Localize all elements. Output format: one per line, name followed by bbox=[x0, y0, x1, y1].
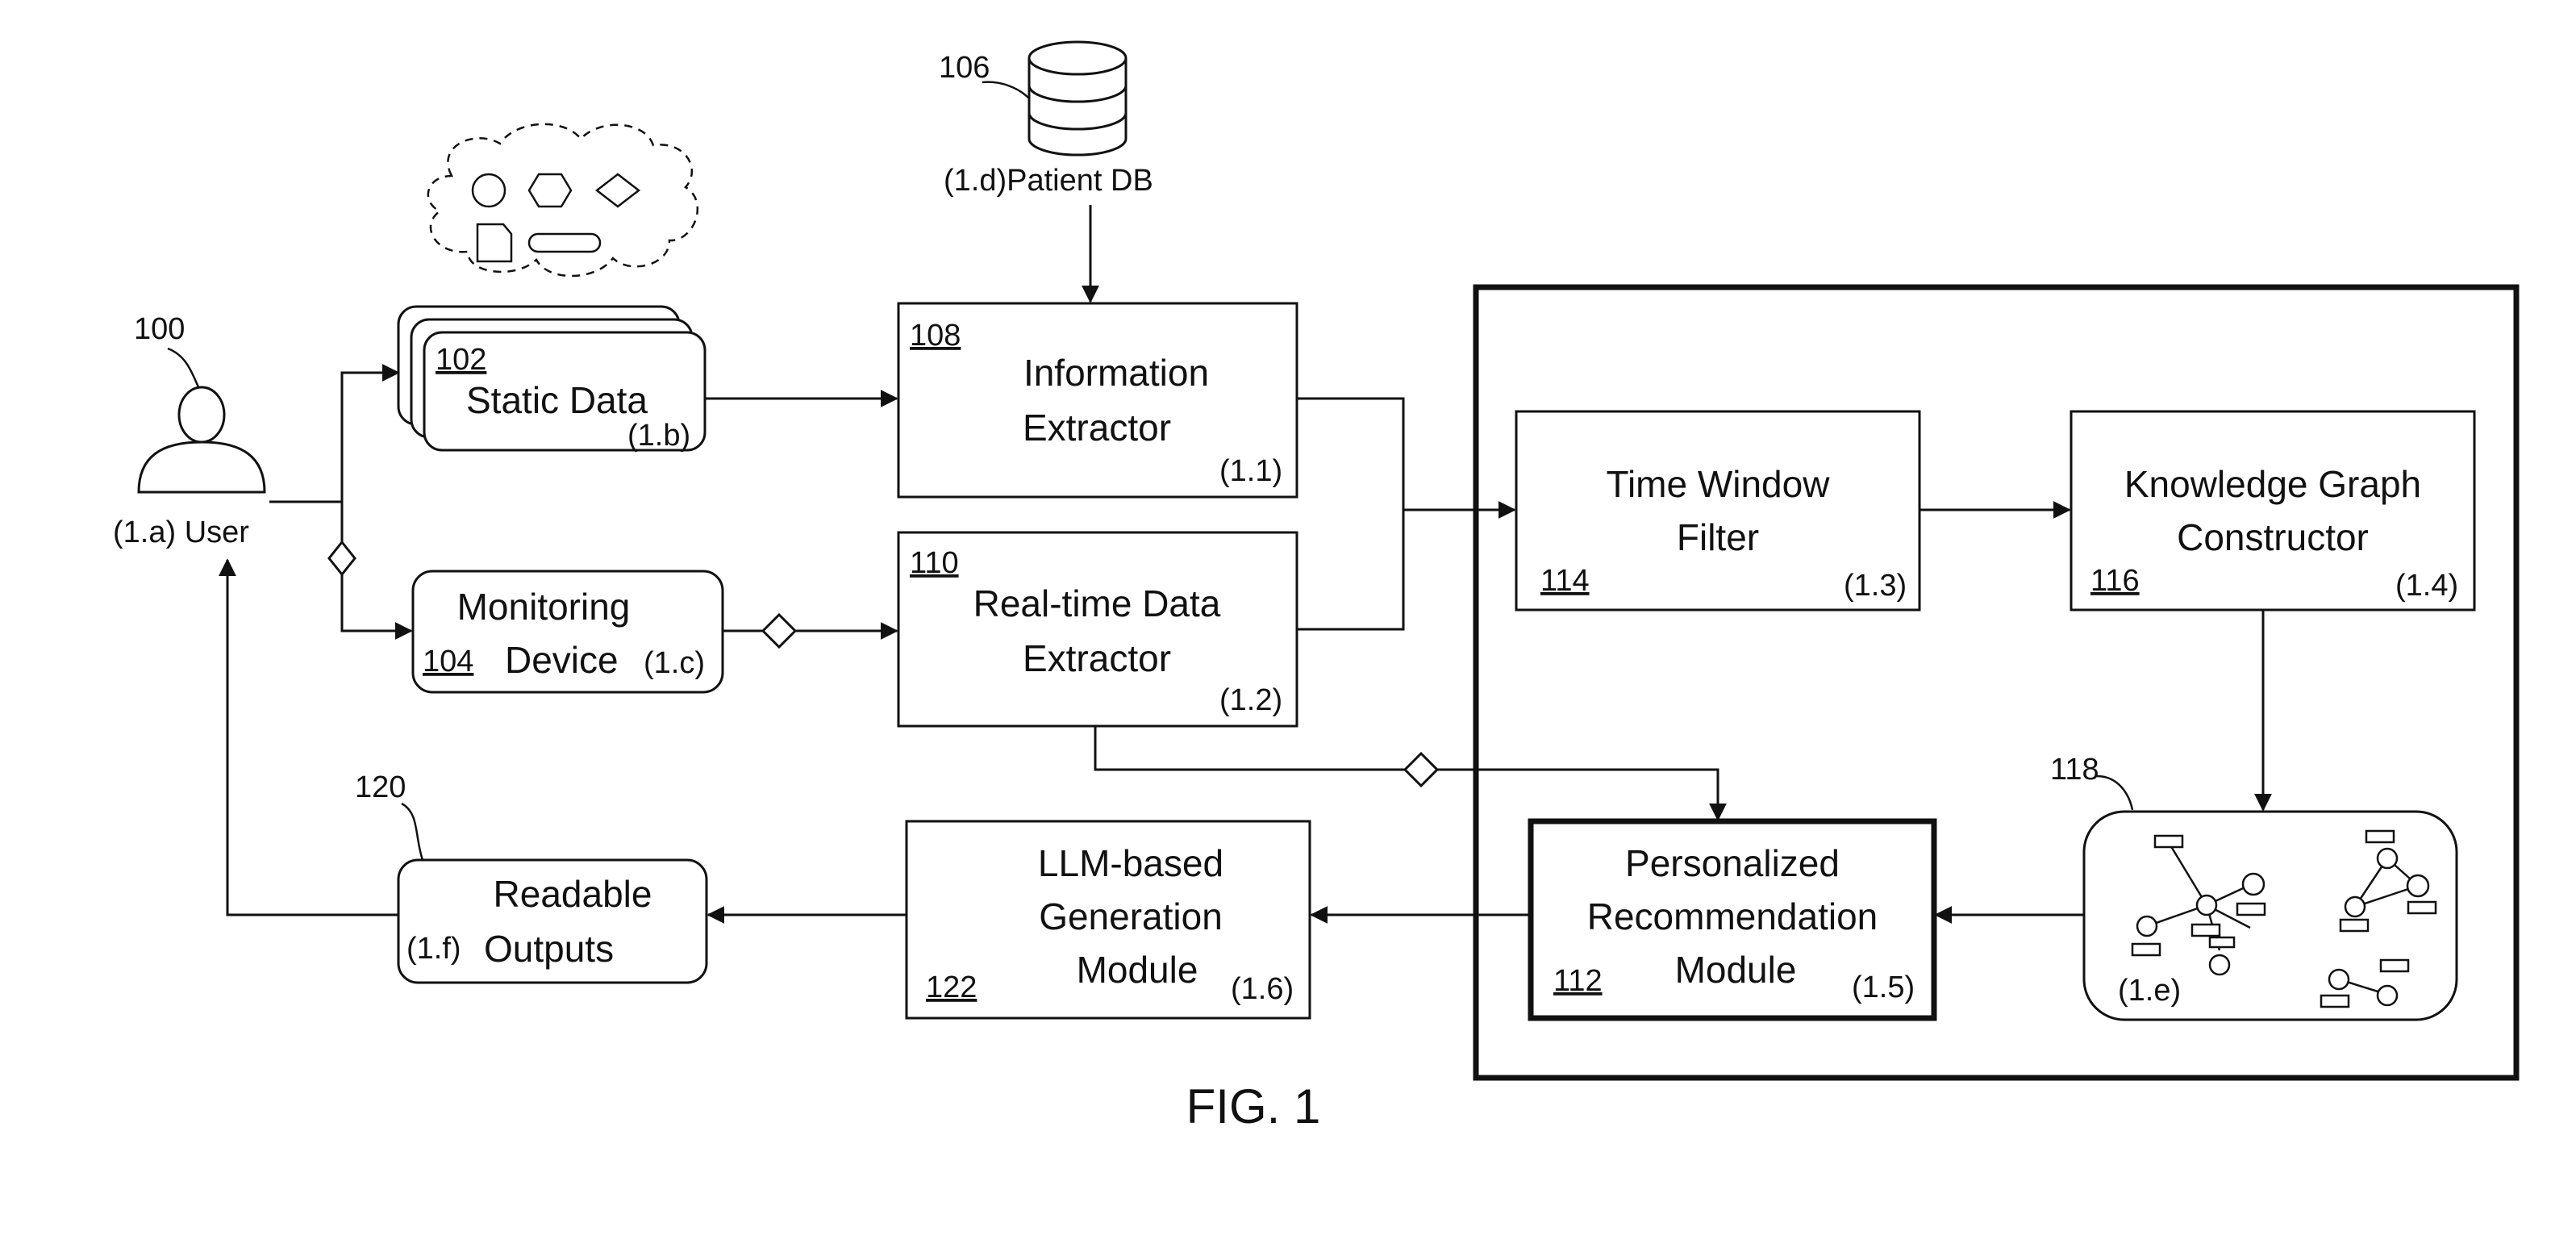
llm-module-line1: LLM-based bbox=[1038, 842, 1223, 884]
llm-module-node: LLM-based Generation Module 122 (1.6) bbox=[905, 820, 1311, 1020]
recommendation-module-line2: Recommendation bbox=[1587, 895, 1878, 937]
ref-110: 110 bbox=[910, 546, 959, 580]
ref-108: 108 bbox=[910, 319, 961, 353]
static-data-step: (1.b) bbox=[627, 419, 690, 453]
kg-constructor-line1: Knowledge Graph bbox=[2124, 463, 2421, 505]
time-window-filter-node: Time Window Filter 114 (1.3) bbox=[1515, 410, 1921, 612]
static-data-label: Static Data bbox=[466, 379, 648, 421]
llm-module-box bbox=[905, 820, 1311, 1020]
time-window-filter-box bbox=[1515, 410, 1921, 612]
diamond-realtime-recommendation bbox=[1403, 751, 1440, 788]
time-window-filter-step: (1.3) bbox=[1844, 569, 1907, 603]
readable-outputs-box bbox=[397, 858, 708, 984]
monitoring-device-step: (1.c) bbox=[644, 646, 705, 680]
ref-116: 116 bbox=[2090, 564, 2140, 598]
patient-db-node: 106 (1.d)Patient DB bbox=[939, 40, 1153, 198]
kg-constructor-step: (1.4) bbox=[2395, 569, 2458, 603]
information-extractor-line2: Extractor bbox=[1023, 407, 1171, 449]
kg-constructor-node: Knowledge Graph Constructor 116 (1.4) bbox=[2070, 410, 2476, 612]
diamond-monitor-realtime bbox=[761, 612, 798, 649]
monitoring-device-line1: Monitoring bbox=[457, 586, 631, 628]
ref-118: 118 bbox=[2050, 753, 2099, 787]
ref-leader-106 bbox=[982, 81, 1030, 99]
pill-shape-icon bbox=[527, 232, 602, 253]
data-shapes-cloud bbox=[427, 123, 699, 278]
information-extractor-node: 108 Information Extractor (1.1) bbox=[897, 302, 1298, 499]
llm-module-line3: Module bbox=[1077, 949, 1198, 991]
knowledge-graph-step: (1.e) bbox=[2118, 974, 2181, 1008]
recommendation-module-line1: Personalized bbox=[1625, 842, 1840, 884]
ref-120: 120 bbox=[355, 770, 406, 804]
recommendation-module-box bbox=[1528, 818, 1937, 1021]
realtime-extractor-box bbox=[897, 531, 1298, 728]
llm-module-step: (1.6) bbox=[1231, 972, 1294, 1006]
diamond-shape-icon bbox=[594, 173, 641, 208]
realtime-extractor-node: 110 Real-time Data Extractor (1.2) bbox=[897, 531, 1298, 728]
static-data-node: 102 Static Data (1.b) bbox=[397, 305, 707, 453]
connector-user-to-static bbox=[340, 364, 400, 502]
readable-outputs-node: 120 Readable (1.f) Outputs bbox=[355, 770, 708, 984]
user-node: 100 (1.a) User bbox=[113, 312, 266, 549]
document-shape-icon bbox=[476, 223, 513, 263]
knowledge-graph-node: 118 bbox=[2050, 753, 2458, 1021]
information-extractor-step: (1.1) bbox=[1219, 454, 1282, 488]
monitoring-device-node: Monitoring 104 Device (1.c) bbox=[411, 570, 724, 694]
connector-realtime-merge bbox=[1297, 510, 1405, 631]
recommendation-module-line3: Module bbox=[1675, 949, 1797, 991]
readable-outputs-line1: Readable bbox=[494, 873, 652, 915]
circle-shape-icon bbox=[471, 173, 506, 208]
ref-122: 122 bbox=[926, 971, 977, 1004]
ref-112: 112 bbox=[1553, 964, 1603, 998]
realtime-extractor-line1: Real-time Data bbox=[973, 582, 1221, 624]
ref-leader-118 bbox=[2096, 774, 2134, 811]
ref-114: 114 bbox=[1540, 564, 1590, 598]
kg-constructor-box bbox=[2070, 410, 2476, 612]
user-label: (1.a) User bbox=[113, 516, 249, 549]
ref-leader-120 bbox=[401, 802, 424, 861]
ref-106: 106 bbox=[939, 51, 990, 85]
user-icon bbox=[137, 386, 266, 494]
figure-caption: FIG. 1 bbox=[1186, 1079, 1321, 1133]
information-extractor-box bbox=[897, 302, 1298, 499]
diamond-user-monitor bbox=[327, 540, 356, 577]
ref-102: 102 bbox=[436, 343, 486, 377]
readable-outputs-line2: Outputs bbox=[484, 928, 614, 970]
connector-outputs-to-user bbox=[219, 558, 398, 916]
system-boundary bbox=[1473, 284, 2520, 1081]
patient-db-label: (1.d)Patient DB bbox=[944, 164, 1153, 198]
recommendation-module-step: (1.5) bbox=[1852, 971, 1915, 1004]
realtime-extractor-step: (1.2) bbox=[1219, 683, 1282, 717]
ref-100: 100 bbox=[134, 312, 185, 346]
readable-outputs-step: (1.f) bbox=[406, 932, 461, 966]
realtime-extractor-line2: Extractor bbox=[1023, 637, 1171, 679]
database-icon bbox=[1027, 40, 1128, 157]
knowledge-graph-icon bbox=[2131, 829, 2437, 1008]
recommendation-module-node: Personalized Recommendation 112 Module (… bbox=[1528, 818, 1937, 1021]
static-data-front-sheet bbox=[423, 331, 707, 452]
kg-constructor-line2: Constructor bbox=[2177, 516, 2369, 558]
time-window-filter-line1: Time Window bbox=[1607, 463, 1831, 505]
connector-info-merge bbox=[1297, 397, 1405, 510]
llm-module-line2: Generation bbox=[1039, 895, 1223, 937]
time-window-filter-line2: Filter bbox=[1677, 516, 1759, 558]
monitoring-device-line2: Device bbox=[505, 639, 619, 681]
information-extractor-line1: Information bbox=[1023, 352, 1209, 394]
ref-104: 104 bbox=[423, 645, 473, 678]
connectors bbox=[219, 205, 2272, 924]
connector-user-to-monitor bbox=[340, 502, 413, 640]
hexagon-shape-icon bbox=[527, 173, 573, 208]
